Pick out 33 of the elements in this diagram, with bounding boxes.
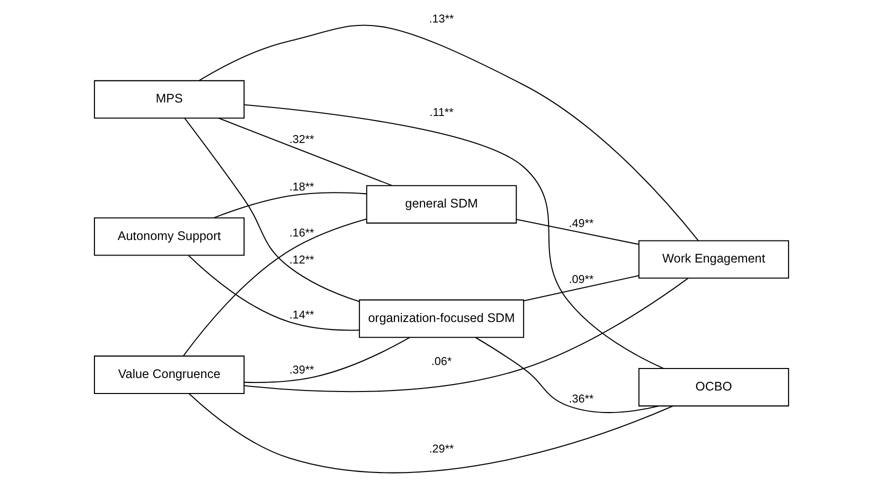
edge-label: .12** [289, 254, 314, 266]
edge-label: .29** [429, 442, 454, 455]
edge-label: .13** [429, 12, 454, 25]
edge-label: .09** [568, 274, 594, 286]
edge-label: .14** [289, 308, 314, 321]
edge-label: .16** [289, 226, 314, 239]
node-box: Value Congruence [94, 355, 245, 394]
connector [475, 336, 660, 412]
connector [244, 277, 688, 392]
edge-label: .49** [568, 218, 594, 230]
node-box: Work Engagement [638, 240, 790, 278]
connector [188, 254, 360, 330]
connector [523, 274, 639, 301]
connector [244, 336, 410, 382]
node-box: Autonomy Support [94, 216, 245, 256]
connector [198, 24, 699, 240]
connector [184, 118, 360, 302]
connector [218, 117, 392, 186]
node-box: organization-focused SDM [358, 298, 524, 338]
edge-label: .39** [289, 364, 314, 376]
edge-label: .18** [289, 181, 314, 194]
edge-label: .11** [430, 106, 454, 118]
connector [214, 192, 366, 218]
edge-label: .36** [568, 393, 594, 406]
connector [182, 218, 367, 356]
node-box: general SDM [366, 184, 517, 224]
edge-label: .32** [289, 133, 314, 146]
connector [516, 218, 639, 244]
edge-label: .06* [431, 356, 452, 368]
connector [188, 392, 674, 473]
connector [244, 104, 664, 368]
node-box: OCBO [638, 368, 790, 406]
node-box: MPS [94, 80, 245, 118]
